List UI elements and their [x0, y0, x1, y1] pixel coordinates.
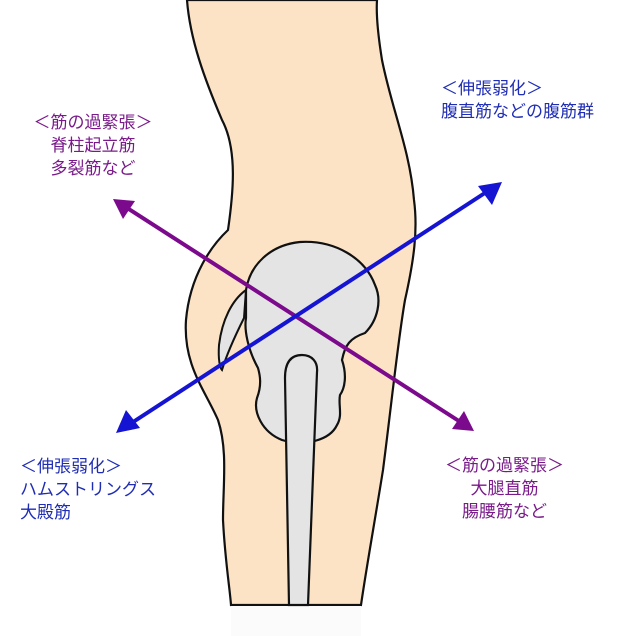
label-bottom-left-stretch: ＜伸張弱化＞ ハムストリングス 大殿筋	[20, 456, 156, 525]
tension-arrowhead-lower-right-icon	[452, 411, 474, 431]
pelvis-bone	[244, 240, 380, 444]
label-line: 大殿筋	[20, 503, 71, 523]
label-heading: ＜伸張弱化＞	[441, 79, 543, 99]
label-heading: ＜伸張弱化＞	[20, 457, 122, 477]
label-heading: ＜筋の過緊張＞	[33, 113, 153, 133]
label-line: ハムストリングス	[20, 480, 156, 500]
label-bottom-right-tension: ＜筋の過緊張＞ 大腿直筋 腸腰筋など	[432, 455, 577, 524]
label-top-left-tension: ＜筋の過緊張＞ 脊柱起立筋 多裂筋など	[18, 112, 168, 181]
label-line: 脊柱起立筋	[50, 136, 136, 156]
fade-bottom	[231, 606, 361, 636]
stretch-arrowhead-lower-left-icon	[116, 410, 140, 433]
ilium-wing	[217, 287, 248, 372]
label-line: 大腿直筋	[470, 479, 539, 499]
tension-arrow-line	[122, 204, 464, 425]
femur-bone	[283, 353, 319, 607]
tension-arrowhead-upper-left-icon	[113, 199, 135, 219]
label-line: 腸腰筋など	[462, 502, 547, 522]
stretch-arrowhead-upper-right-icon	[478, 182, 502, 205]
label-line: 腹直筋などの腹筋群	[441, 102, 594, 122]
stretch-arrow-line	[125, 187, 493, 428]
label-top-right-stretch: ＜伸張弱化＞ 腹直筋などの腹筋群	[441, 78, 594, 124]
label-heading: ＜筋の過緊張＞	[445, 456, 564, 476]
label-line: 多裂筋など	[50, 159, 136, 179]
